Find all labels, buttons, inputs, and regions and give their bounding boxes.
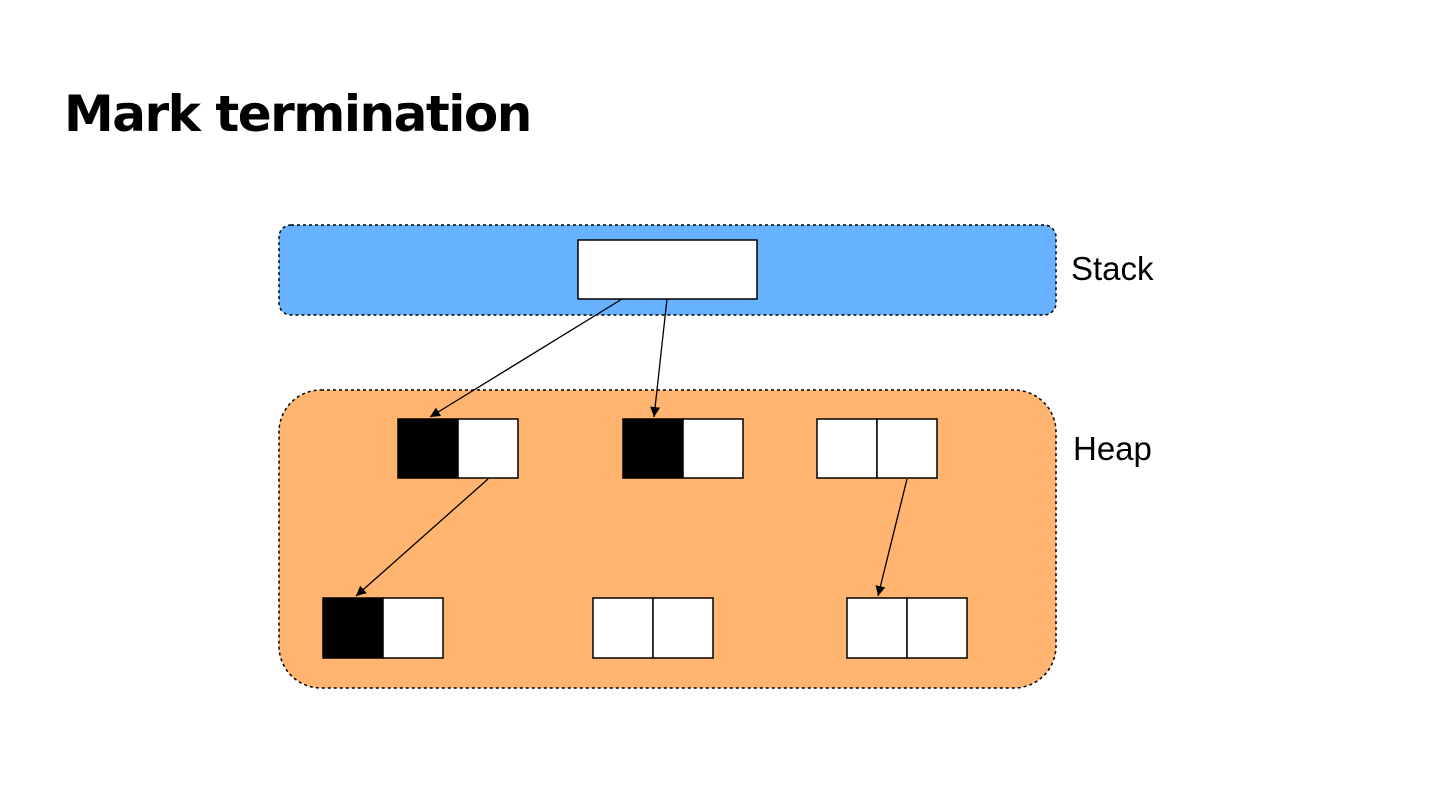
slide-title: Mark termination	[64, 85, 532, 143]
heap-object-4-data-cell	[382, 597, 444, 659]
reference-arrow-obj1-to-obj4	[355, 478, 489, 597]
heap-object-5	[592, 597, 714, 659]
heap-object-1-mark-cell	[397, 418, 459, 479]
heap-object-5-data-cell	[652, 597, 714, 659]
heap-object-1-data-cell	[457, 418, 519, 479]
heap-object-6-mark-cell	[846, 597, 908, 659]
heap-object-6-data-cell	[906, 597, 968, 659]
stack-label: Stack	[1071, 250, 1154, 287]
reference-arrow-stack-to-obj1	[429, 298, 623, 418]
heap-object-2-data-cell	[682, 418, 744, 479]
heap-object-2	[622, 418, 744, 479]
heap-object-4-mark-cell	[322, 597, 384, 659]
reference-arrow-obj3-to-obj6	[875, 478, 908, 597]
stack-root-object	[577, 239, 758, 300]
heap-object-3	[816, 418, 938, 479]
heap-object-2-mark-cell	[622, 418, 684, 479]
heap-object-1	[397, 418, 519, 479]
heap-object-3-data-cell	[876, 418, 938, 479]
heap-object-3-mark-cell	[816, 418, 878, 479]
reference-arrow-stack-to-obj2	[650, 298, 668, 418]
heap-object-5-mark-cell	[592, 597, 654, 659]
heap-object-6	[846, 597, 968, 659]
heap-label: Heap	[1073, 430, 1152, 467]
heap-object-4	[322, 597, 444, 659]
